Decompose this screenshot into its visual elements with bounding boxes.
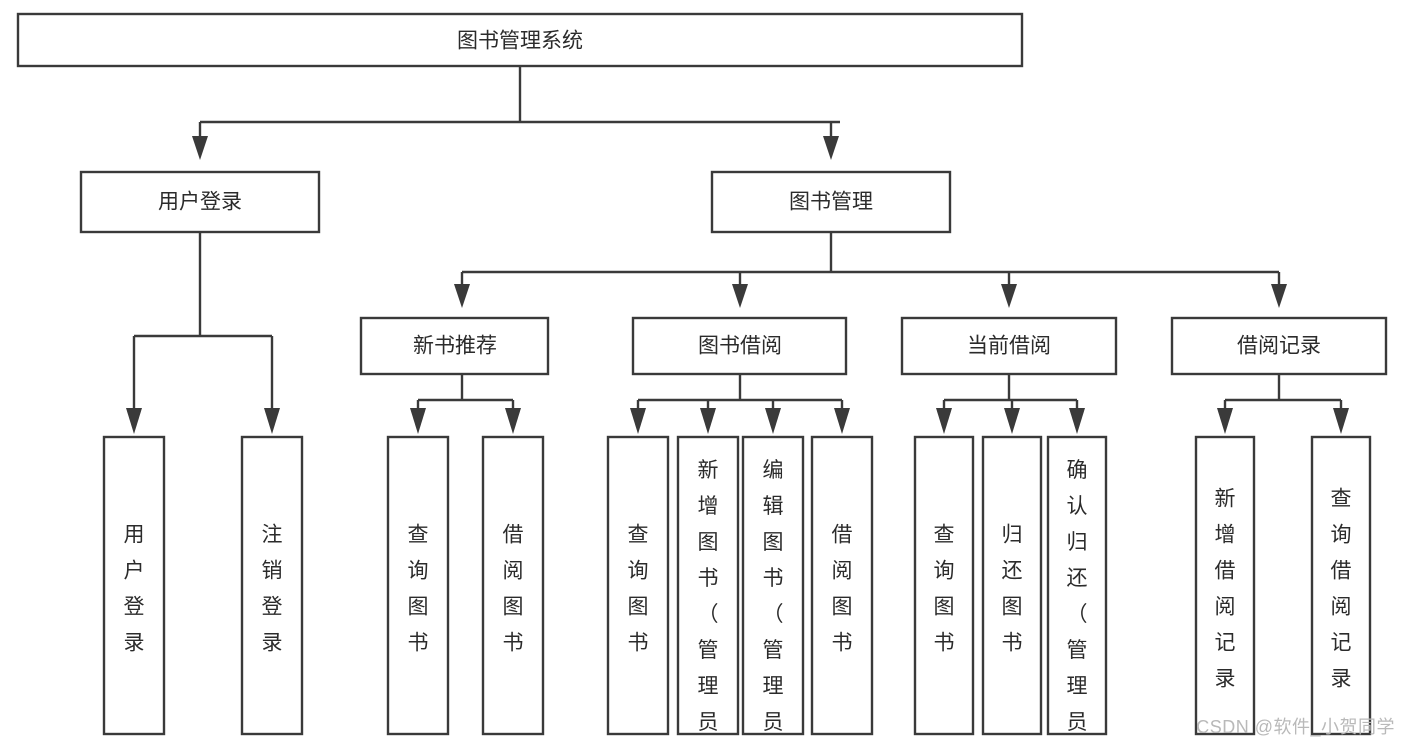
node-leaf-add-record-label: 新增借阅记录 (1215, 488, 1236, 691)
node-leaf-query-book-2[interactable] (606, 435, 670, 736)
arrow-head-leaf-borrow-book-1 (505, 408, 521, 434)
node-borrow-record-label: 借阅记录 (1237, 335, 1321, 358)
node-leaf-add-record-box[interactable] (1194, 435, 1256, 736)
connector-group-current-borrow (936, 374, 1085, 434)
node-book-borrow-label: 图书借阅 (698, 335, 782, 358)
arrow-head-new-book-recommend (454, 284, 470, 308)
node-leaf-edit-book-box[interactable] (741, 435, 805, 736)
arrow-head-leaf-borrow-book-2 (834, 408, 850, 434)
node-leaf-query-record-box[interactable] (1310, 435, 1372, 736)
arrow-head-leaf-confirm-return (1069, 408, 1085, 434)
node-leaf-logout-label: 注销登录 (262, 524, 283, 655)
node-leaf-query-book-1[interactable] (386, 435, 450, 736)
node-leaf-borrow-book-1-label: 借阅图书 (503, 524, 524, 655)
node-leaf-query-book-3[interactable] (913, 435, 975, 736)
node-user-login-box[interactable] (79, 170, 321, 234)
node-current-borrow[interactable]: 当前借阅 (900, 316, 1118, 376)
node-leaf-return-book-box[interactable] (981, 435, 1043, 736)
node-borrow-record[interactable]: 借阅记录 (1170, 316, 1388, 376)
node-leaf-user-login[interactable] (102, 435, 166, 736)
node-user-login-label: 用户登录 (158, 191, 242, 214)
node-leaf-confirm-return[interactable] (1046, 435, 1108, 736)
node-borrow-record-box[interactable] (1170, 316, 1388, 376)
node-root[interactable]: 图书管理系统 (16, 12, 1024, 68)
arrow-head-user-login (192, 136, 208, 160)
node-leaf-query-book-3-label: 查询图书 (934, 524, 955, 655)
node-root-label: 图书管理系统 (457, 30, 583, 53)
node-new-book-recommend-label: 新书推荐 (413, 335, 497, 358)
node-leaf-borrow-book-2[interactable] (810, 435, 874, 736)
node-leaf-query-book-3-box[interactable] (913, 435, 975, 736)
arrow-head-leaf-query-record (1333, 408, 1349, 434)
node-leaf-query-record[interactable] (1310, 435, 1372, 736)
node-leaf-logout[interactable] (240, 435, 304, 736)
node-leaf-borrow-book-1-box[interactable] (481, 435, 545, 736)
node-book-borrow[interactable]: 图书借阅 (631, 316, 848, 376)
arrow-head-leaf-user-login (126, 408, 142, 434)
node-leaf-logout-box[interactable] (240, 435, 304, 736)
csdn-watermark: CSDN @软件_小贺同学 (1196, 717, 1395, 737)
node-book-manage-box[interactable] (710, 170, 952, 234)
node-leaf-query-book-1-label: 查询图书 (408, 524, 429, 655)
connector-group-root (192, 66, 840, 160)
node-leaf-query-book-1-box[interactable] (386, 435, 450, 736)
arrow-head-leaf-return-book (1004, 408, 1020, 434)
node-leaf-add-book-label: 新增图书（管理员） (698, 459, 719, 747)
node-user-login[interactable]: 用户登录 (79, 170, 321, 234)
leaf-label-layer: 用户登录 注销登录 查询图书 借阅图书 查询图书 新增图书（管理员） 编辑图书（管理员） 借阅… (124, 459, 1352, 747)
arrow-head-book-borrow (732, 284, 748, 308)
node-leaf-query-record-label: 查询借阅记录 (1331, 488, 1352, 691)
arrow-head-leaf-edit-book (765, 408, 781, 434)
arrow-head-leaf-add-book (700, 408, 716, 434)
node-leaf-confirm-return-box[interactable] (1046, 435, 1108, 736)
node-leaf-add-record[interactable] (1194, 435, 1256, 736)
connector-group-user-login (126, 232, 280, 434)
node-leaf-return-book-label: 归还图书 (1002, 524, 1023, 655)
connector-group-new-book-recommend (410, 374, 521, 434)
node-leaf-borrow-book-2-box[interactable] (810, 435, 874, 736)
node-leaf-confirm-return-label: 确认归还（管理员） (1067, 459, 1088, 747)
node-new-book-recommend-box[interactable] (359, 316, 550, 376)
node-leaf-return-book[interactable] (981, 435, 1043, 736)
node-leaf-borrow-book-2-label: 借阅图书 (832, 524, 853, 655)
arrow-head-current-borrow (1001, 284, 1017, 308)
arrow-head-leaf-query-book-2 (630, 408, 646, 434)
node-leaf-user-login-box[interactable] (102, 435, 166, 736)
node-leaf-edit-book[interactable] (741, 435, 805, 736)
node-new-book-recommend[interactable]: 新书推荐 (359, 316, 550, 376)
arrow-head-leaf-query-book-1 (410, 408, 426, 434)
node-book-manage[interactable]: 图书管理 (710, 170, 952, 234)
node-leaf-borrow-book-1[interactable] (481, 435, 545, 736)
node-leaf-edit-book-label: 编辑图书（管理员） (763, 459, 784, 747)
arrow-head-leaf-query-book-3 (936, 408, 952, 434)
node-leaf-query-book-2-box[interactable] (606, 435, 670, 736)
arrow-head-leaf-logout (264, 408, 280, 434)
connector-group-borrow-record (1217, 374, 1349, 434)
node-book-manage-label: 图书管理 (789, 191, 873, 214)
node-leaf-query-book-2-label: 查询图书 (628, 524, 649, 655)
arrow-head-leaf-add-record (1217, 408, 1233, 434)
node-root-box[interactable] (16, 12, 1024, 68)
node-leaf-add-book-box[interactable] (676, 435, 740, 736)
arrow-head-borrow-record (1271, 284, 1287, 308)
node-book-borrow-box[interactable] (631, 316, 848, 376)
node-current-borrow-label: 当前借阅 (967, 335, 1051, 358)
arrow-head-book-manage (823, 136, 839, 160)
node-leaf-add-book[interactable] (676, 435, 740, 736)
node-current-borrow-box[interactable] (900, 316, 1118, 376)
connector-group-book-borrow (630, 374, 850, 434)
node-leaf-user-login-label: 用户登录 (124, 524, 145, 655)
connector-group-book-manage (454, 232, 1287, 308)
